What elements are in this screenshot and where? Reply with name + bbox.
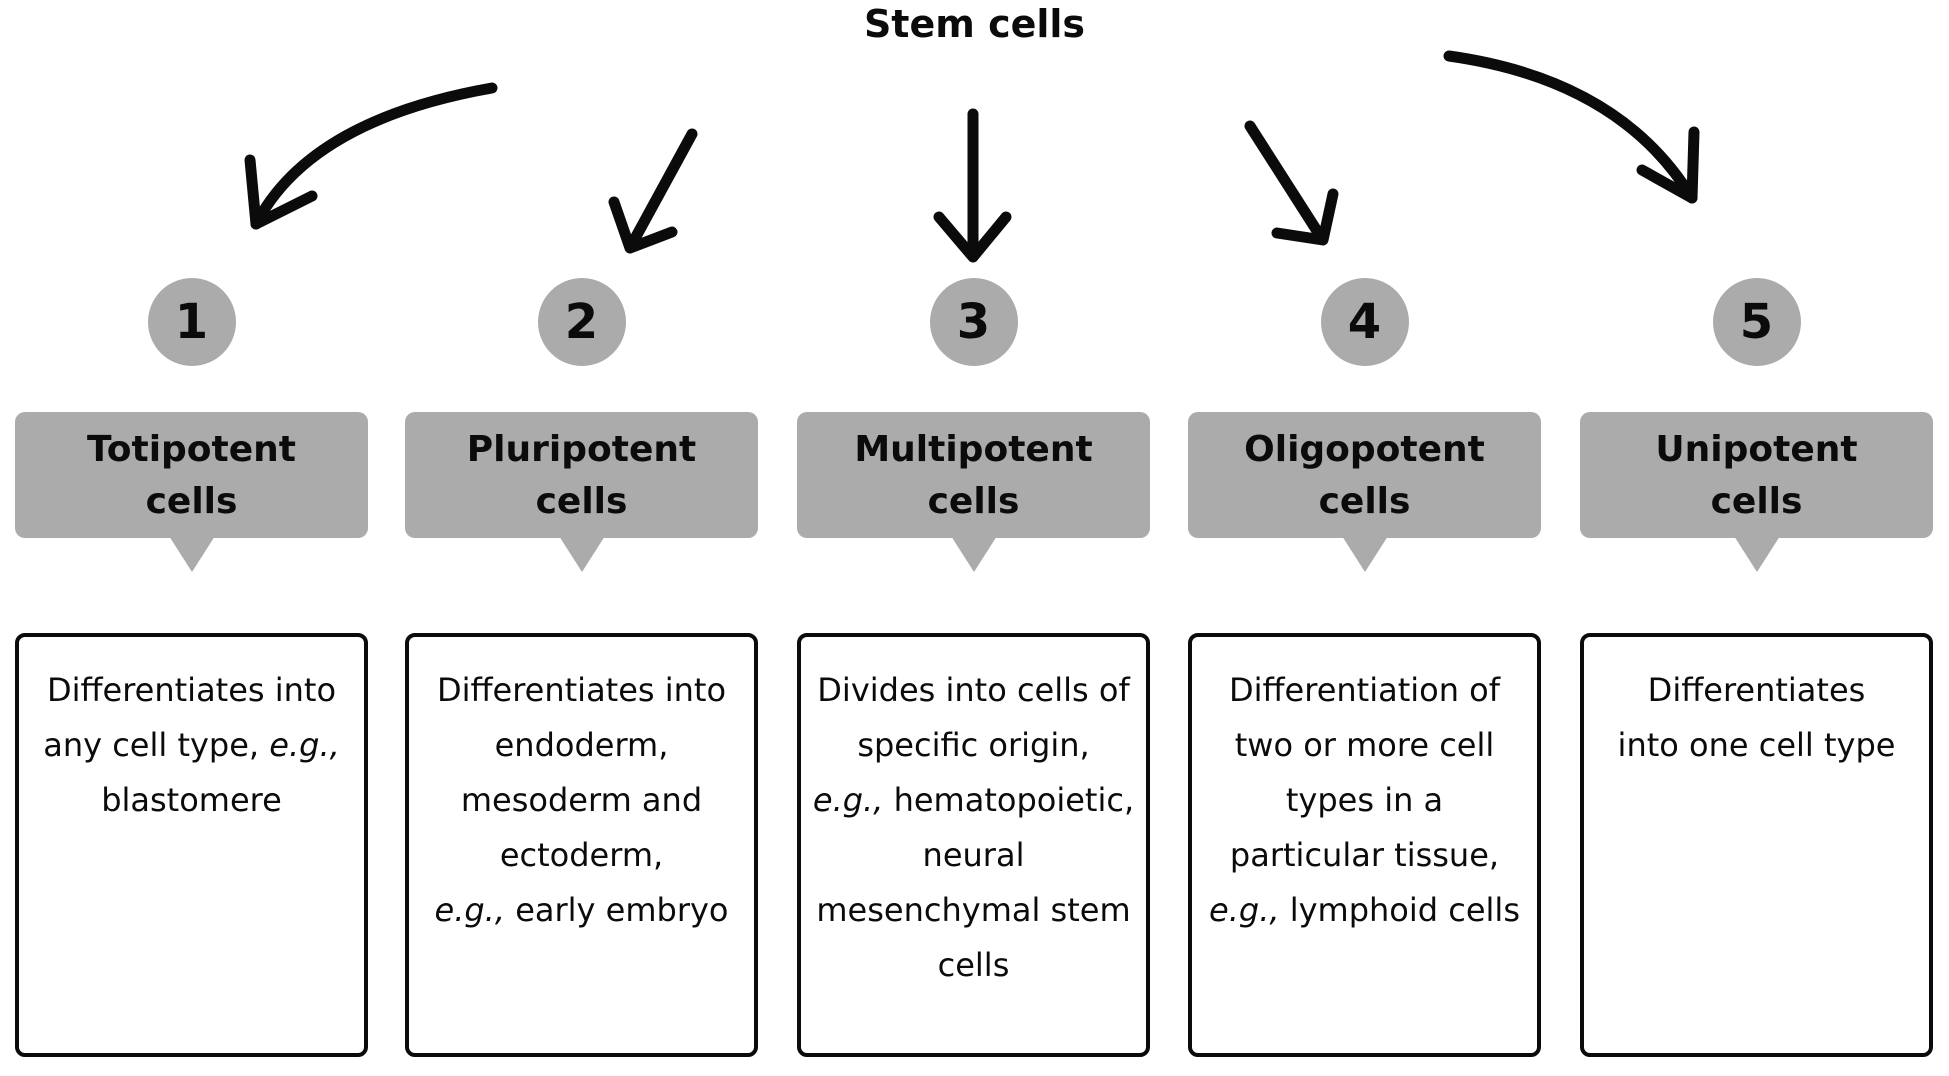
cell-type-header: Pluripotent cells (405, 412, 758, 572)
stem-cell-column-3: 3 Multipotent cells Divides into cells o… (797, 0, 1150, 1076)
stem-cell-column-1: 1 Totipotent cells Differentiates into an… (15, 0, 368, 1076)
cell-type-header: Totipotent cells (15, 412, 368, 572)
description-line: Differentiates into (436, 671, 727, 709)
description-line: Differentiation of (1228, 671, 1501, 709)
stem-cell-column-5: 5 Unipotent cells Differentiates into one… (1580, 0, 1933, 1076)
description-line: types in a (1285, 781, 1444, 819)
curved-arrow-down-left-icon (244, 82, 498, 230)
cell-type-name: Totipotent (86, 429, 297, 470)
description-line: mesoderm and (460, 781, 703, 819)
cell-type-name: cells (1710, 481, 1803, 522)
cell-type-name: cells (145, 481, 238, 522)
step-number-badge: 2 (537, 278, 626, 366)
description-line: any cell type, e.g., (43, 726, 340, 764)
description-line: neural (922, 836, 1025, 874)
description-line: endoderm, (494, 726, 669, 764)
header-pointer-icon (1341, 536, 1388, 572)
curved-arrow-down-right-icon (1443, 50, 1700, 204)
header-pointer-icon (950, 536, 997, 572)
cell-type-name: cells (1318, 481, 1411, 522)
description-box: Divides into cells of specific origin, e.g… (797, 633, 1150, 1057)
description-line: Differentiates (1647, 671, 1866, 709)
description-line: blastomere (101, 781, 282, 819)
description-line: e.g., hematopoietic, (812, 781, 1135, 819)
description-line: e.g., early embryo (434, 891, 729, 929)
cell-type-name: Unipotent (1655, 429, 1858, 470)
description-box: Differentiates into endoderm, mesoderm and… (405, 633, 758, 1057)
header-pointer-icon (1733, 536, 1780, 572)
step-number-badge: 1 (147, 278, 236, 366)
diagonal-arrow-down-left-icon (608, 128, 698, 254)
diagram-title: Stem cells (863, 2, 1086, 46)
diagonal-arrow-down-right-icon (1244, 120, 1339, 246)
cell-type-name: Multipotent (854, 429, 1093, 470)
step-number-badge: 3 (929, 278, 1018, 366)
description-box: Differentiates into any cell type, e.g., b… (15, 633, 368, 1057)
description-line: Divides into cells of (817, 671, 1130, 709)
step-number-badge: 4 (1320, 278, 1409, 366)
header-pointer-icon (558, 536, 605, 572)
straight-arrow-down-icon (933, 108, 1012, 263)
cell-type-header: Multipotent cells (797, 412, 1150, 572)
description-box: Differentiates into one cell type (1580, 633, 1933, 1057)
description-line: two or more cell (1234, 726, 1495, 764)
stem-cell-column-4: 4 Oligopotent cells Differentiation of tw… (1188, 0, 1541, 1076)
header-pointer-icon (168, 536, 215, 572)
description-line: cells (937, 946, 1010, 984)
cell-type-name: cells (535, 481, 628, 522)
cell-type-name: Oligopotent (1244, 429, 1485, 470)
arrows-layer (244, 50, 1700, 263)
description-box: Differentiation of two or more cell types … (1188, 633, 1541, 1057)
description-line: e.g., lymphoid cells (1209, 891, 1520, 929)
cell-type-name: cells (927, 481, 1020, 522)
description-line: particular tissue, (1229, 836, 1500, 874)
description-line: specific origin, (857, 726, 1090, 764)
cell-type-header: Oligopotent cells (1188, 412, 1541, 572)
description-line: into one cell type (1617, 726, 1896, 764)
cell-type-name: Pluripotent (466, 429, 697, 470)
step-number-badge: 5 (1712, 278, 1801, 366)
description-line: mesenchymal stem (816, 891, 1131, 929)
description-line: Differentiates into (46, 671, 337, 709)
stem-cell-column-2: 2 Pluripotent cells Differentiates into e… (405, 0, 758, 1076)
cell-type-header: Unipotent cells (1580, 412, 1933, 572)
description-line: ectoderm, (499, 836, 664, 874)
